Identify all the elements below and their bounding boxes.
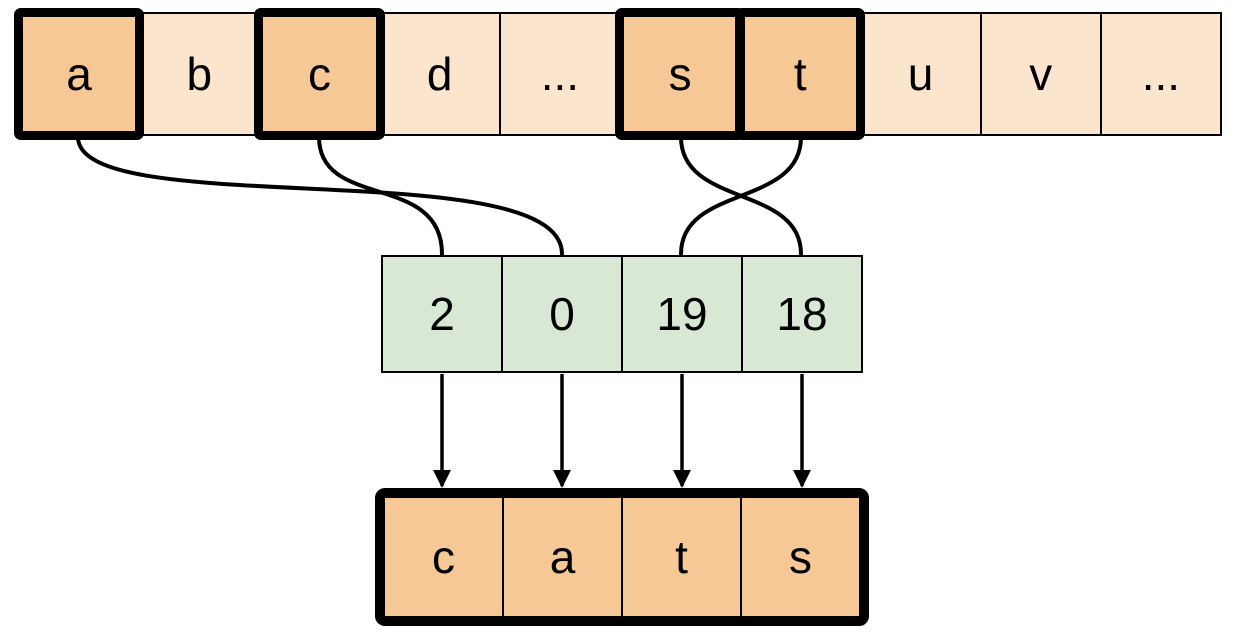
result-cell-a: a bbox=[503, 497, 622, 617]
alphabet-cell-label: s bbox=[668, 48, 692, 100]
index-cell-label: 18 bbox=[776, 288, 828, 340]
alphabet-cell-u: u bbox=[860, 13, 981, 135]
alphabet-cell-t: t bbox=[735, 8, 866, 140]
alphabet-cell-label: b bbox=[186, 48, 213, 100]
alphabet-cell-label: ... bbox=[1141, 48, 1181, 100]
index-cell-18: 18 bbox=[742, 256, 862, 372]
alphabet-array: a b c d ... s t u v ... bbox=[13, 8, 1222, 140]
curve-t-to-index-19 bbox=[679, 135, 803, 256]
alphabet-cell-label: a bbox=[66, 48, 92, 100]
alphabet-cell-label: d bbox=[426, 48, 453, 100]
alphabet-cell-label: c bbox=[308, 48, 331, 100]
index-cell-label: 19 bbox=[656, 288, 708, 340]
curve-a-to-index-0 bbox=[76, 135, 564, 256]
alphabet-cell-ellipsis-2: ... bbox=[1100, 13, 1222, 135]
alphabet-cell-c: c bbox=[254, 8, 385, 140]
alphabet-cell-s: s bbox=[615, 8, 746, 140]
alphabet-cell-d: d bbox=[379, 13, 500, 135]
alphabet-cell-ellipsis-1: ... bbox=[499, 13, 621, 135]
alphabet-cell-label: u bbox=[907, 48, 934, 100]
result-cell-label: s bbox=[789, 531, 812, 583]
alphabet-cell-b: b bbox=[139, 13, 260, 135]
index-array: 2 0 19 18 bbox=[381, 255, 863, 373]
index-cell-2: 2 bbox=[382, 256, 502, 372]
index-cell-label: 2 bbox=[429, 288, 455, 340]
alphabet-cell-label: ... bbox=[540, 48, 580, 100]
curve-s-to-index-18 bbox=[679, 135, 803, 256]
result-cell-c: c bbox=[384, 497, 503, 617]
index-cell-0: 0 bbox=[502, 256, 622, 372]
alphabet-cell-a: a bbox=[13, 8, 145, 140]
alphabet-cell-label: t bbox=[793, 48, 807, 100]
alphabet-cell-label: v bbox=[1029, 48, 1053, 100]
result-cell-label: a bbox=[549, 531, 576, 583]
result-word-array: c a t s bbox=[375, 488, 869, 626]
index-cell-label: 0 bbox=[549, 288, 575, 340]
alphabet-cell-v: v bbox=[980, 13, 1101, 135]
index-cell-19: 19 bbox=[622, 256, 742, 372]
result-cell-label: t bbox=[675, 531, 688, 583]
result-cell-t: t bbox=[622, 497, 741, 617]
curve-c-to-index-2 bbox=[317, 135, 444, 256]
result-cell-s: s bbox=[741, 497, 860, 617]
result-cell-label: c bbox=[432, 531, 455, 583]
